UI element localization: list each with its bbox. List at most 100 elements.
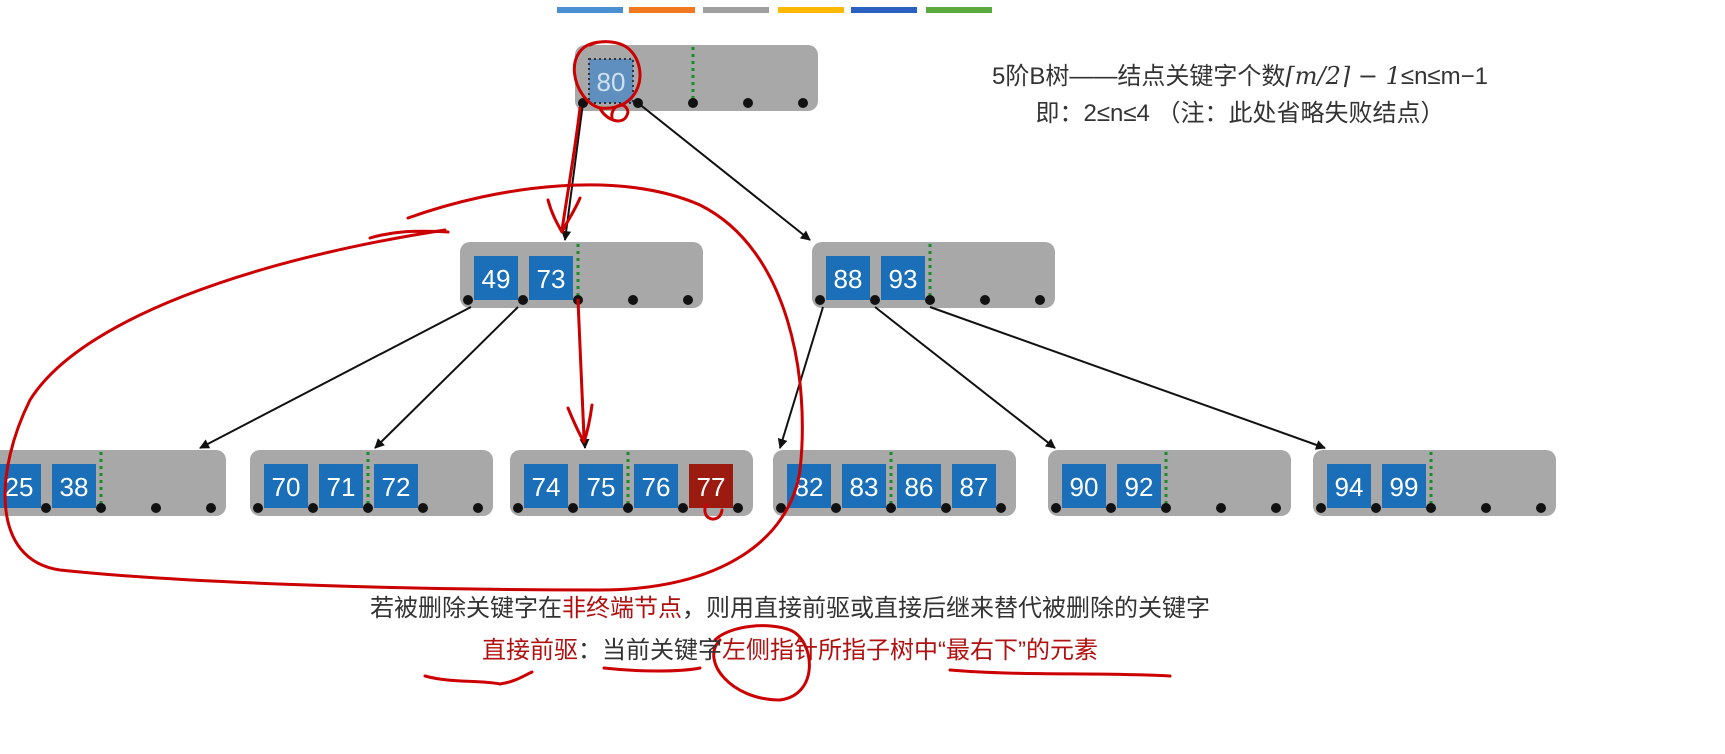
key-value: 25 — [5, 472, 34, 502]
subtree-lasso-annotation — [3, 183, 804, 592]
child-pointer-dot — [996, 503, 1006, 513]
highlighted-key-box — [689, 464, 733, 508]
arrow-down-annotation — [546, 106, 582, 234]
key-box — [897, 464, 941, 508]
color-stripe — [926, 7, 992, 13]
key-value: 86 — [905, 472, 934, 502]
child-pointer-dot — [870, 295, 880, 305]
key-value: 94 — [1335, 472, 1364, 502]
rule-highlight: 非终端节点 — [562, 595, 682, 622]
child-pointer-dot — [1481, 503, 1491, 513]
child-pointer-dot — [513, 503, 523, 513]
child-pointer-dot — [941, 503, 951, 513]
child-pointer-dot — [815, 295, 825, 305]
child-arrow — [777, 306, 824, 449]
node-box — [812, 242, 1055, 308]
child-pointer-dot — [1106, 503, 1116, 513]
key-value: 92 — [1125, 472, 1154, 502]
leaf-node: 94 99 — [1313, 450, 1556, 516]
note-text: ≤n≤m−1 — [1400, 63, 1488, 90]
rule-text: 若被删除关键字在 — [370, 595, 562, 622]
child-pointer-dot — [1216, 503, 1226, 513]
key-value: 88 — [834, 264, 863, 294]
definition-term: 直接前驱 — [482, 637, 578, 664]
child-arrow — [374, 306, 519, 449]
underline-annotation — [602, 666, 702, 673]
key-value: 70 — [272, 472, 301, 502]
child-pointer-dot — [733, 503, 743, 513]
node-box — [460, 242, 703, 308]
child-pointer-dot — [1035, 295, 1045, 305]
rule-text: ，则用直接前驱或直接后继来替代被删除的关键字 — [682, 595, 1210, 622]
node-box — [250, 450, 493, 516]
child-arrow — [561, 102, 584, 241]
child-pointer-dot — [41, 503, 51, 513]
pointer-loop-annotation — [598, 103, 630, 123]
color-stripe — [778, 7, 844, 13]
key-value: 83 — [850, 472, 879, 502]
leaf-node: 70 71 72 — [250, 450, 493, 516]
child-pointer-dot — [1316, 503, 1326, 513]
child-pointer-dot — [418, 503, 428, 513]
arrow-to-leaf-annotation — [566, 298, 594, 444]
deletion-rule: 若被删除关键字在非终端节点，则用直接前驱或直接后继来替代被删除的关键字 — [0, 588, 1580, 623]
key-value: 80 — [597, 67, 626, 97]
underline-annotation — [423, 670, 534, 686]
key-box — [524, 464, 568, 508]
key-value: 72 — [382, 472, 411, 502]
circle-annotation — [712, 624, 811, 702]
b-tree-range-note: 即：2≤n≤4 （注：此处省略失败结点） — [1035, 100, 1445, 127]
child-pointer-dot — [776, 503, 786, 513]
child-arrow — [929, 306, 1326, 450]
node-box — [1048, 450, 1291, 516]
note-text: 5阶B树——结点关键字个数 — [992, 63, 1286, 90]
child-arrow — [874, 306, 1056, 449]
child-pointer-dot — [628, 295, 638, 305]
key-value: 99 — [1390, 472, 1419, 502]
key-box — [1382, 464, 1426, 508]
child-pointer-dot — [886, 503, 896, 513]
key-box — [52, 464, 96, 508]
circle-around-80 — [572, 40, 642, 110]
key-box — [264, 464, 308, 508]
child-pointer-dot — [568, 503, 578, 513]
child-pointer-dot — [1536, 503, 1546, 513]
key-box — [319, 464, 363, 508]
definition-text: ：当前关键字 — [578, 637, 722, 664]
note-formula: ⌈m/2⌉ − 1 — [1285, 62, 1401, 90]
key-value: 87 — [960, 472, 989, 502]
definition-highlight: 左侧指针所指子树中“最右下”的元素 — [722, 637, 1098, 664]
key-box — [579, 464, 623, 508]
key-box — [1117, 464, 1161, 508]
child-pointer-dot — [743, 98, 753, 108]
internal-node: 88 93 — [812, 242, 1055, 308]
child-pointer-dot — [925, 295, 935, 305]
child-pointer-dot — [1371, 503, 1381, 513]
child-pointer-dot — [831, 503, 841, 513]
color-stripe — [851, 7, 917, 13]
key-dotted-outline — [588, 58, 634, 104]
child-pointer-dot — [683, 295, 693, 305]
key-value: 71 — [327, 472, 356, 502]
underline-annotation — [948, 668, 1172, 678]
key-box — [529, 256, 573, 300]
key-value: 38 — [60, 472, 89, 502]
child-pointer-dot — [308, 503, 318, 513]
node-box — [1313, 450, 1556, 516]
key-box — [374, 464, 418, 508]
child-pointer-dot — [151, 503, 161, 513]
key-value: 93 — [889, 264, 918, 294]
b-tree-order-note: 5阶B树——结点关键字个数⌈m/2⌉ − 1≤n≤m−1 — [0, 56, 1725, 91]
key-value: 77 — [697, 472, 726, 502]
key-box — [589, 59, 633, 103]
key-box — [787, 464, 831, 508]
key-value: 75 — [587, 472, 616, 502]
color-stripe — [703, 7, 769, 13]
color-stripe — [557, 7, 623, 13]
child-pointer-dot — [96, 503, 106, 513]
child-pointer-dot — [1051, 503, 1061, 513]
